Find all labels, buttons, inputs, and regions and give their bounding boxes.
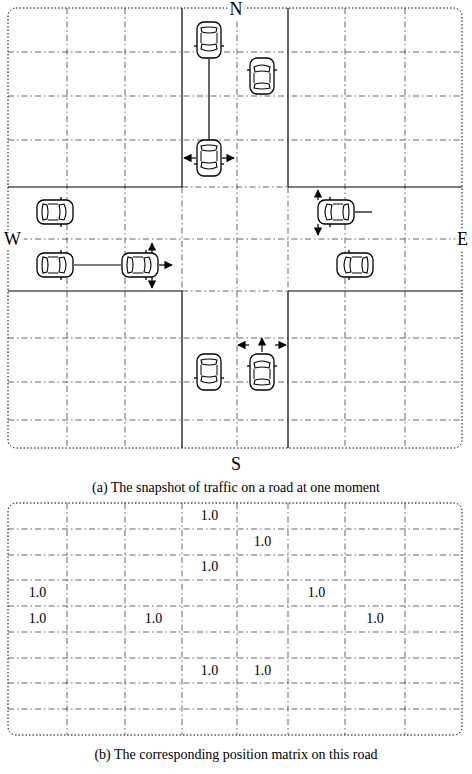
matrix-value: 1.0 [364, 611, 386, 626]
matrix-value: 1.0 [143, 611, 165, 626]
matrix-value: 1.0 [199, 663, 221, 678]
caption: (b) The corresponding position matrix on… [92, 747, 379, 762]
matrix-value: 1.0 [27, 611, 49, 626]
compass-label: E [455, 230, 470, 250]
compass-label: W [2, 230, 23, 250]
caption: (a) The snapshot of traffic on a road at… [90, 480, 382, 495]
matrix-value: 1.0 [252, 534, 274, 549]
matrix-value: 1.0 [199, 508, 221, 523]
compass-label: N [228, 0, 245, 20]
matrix-value: 1.0 [252, 663, 274, 678]
matrix-value: 1.0 [199, 560, 221, 575]
matrix-value: 1.0 [27, 586, 49, 601]
matrix-value: 1.0 [306, 586, 328, 601]
compass-label: S [229, 455, 243, 475]
